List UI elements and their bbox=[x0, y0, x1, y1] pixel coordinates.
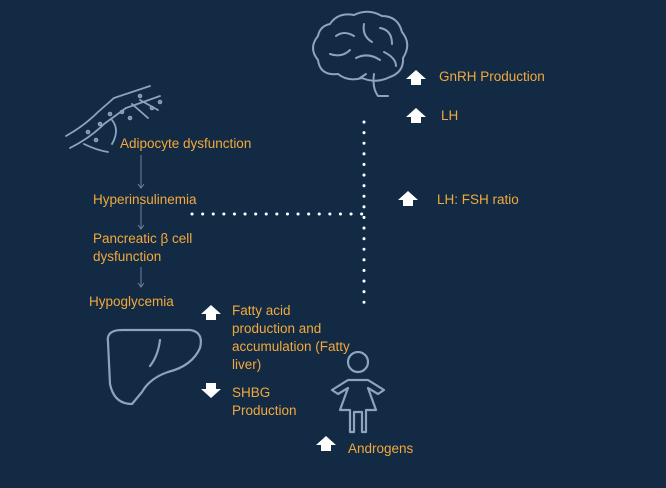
arrow-up-icon-lh bbox=[406, 108, 426, 123]
label-lh: LH bbox=[441, 108, 459, 123]
label-pancreatic-beta-cell: Pancreatic β cell dysfunction bbox=[93, 231, 193, 264]
label-fatty-acid: Fatty acid production and accumulation (… bbox=[232, 303, 350, 372]
blood-vessel-icon bbox=[65, 85, 163, 153]
brain-icon bbox=[312, 10, 409, 97]
arrow-up-icon-fatty-acid bbox=[201, 305, 221, 320]
liver-icon bbox=[106, 328, 202, 406]
label-adipocyte-dysfunction: Adipocyte dysfunction bbox=[120, 136, 252, 151]
label-hyperinsulinemia: Hyperinsulinemia bbox=[93, 192, 197, 207]
arrow-down-icon-shbg bbox=[201, 383, 221, 398]
label-hypoglycemia: Hypoglycemia bbox=[89, 294, 174, 309]
label-gnrh-production: GnRH Production bbox=[439, 69, 545, 84]
woman-icon bbox=[330, 350, 386, 434]
label-lh-fsh-ratio: LH: FSH ratio bbox=[437, 192, 519, 207]
label-shbg-production: SHBG Production bbox=[232, 385, 297, 418]
flow-connectors bbox=[137, 155, 145, 288]
label-androgens: Androgens bbox=[348, 441, 414, 456]
arrow-up-icon-lh-fsh bbox=[398, 191, 418, 206]
arrow-up-icon-androgens bbox=[316, 436, 336, 451]
arrow-up-icon-gnrh bbox=[406, 70, 426, 85]
